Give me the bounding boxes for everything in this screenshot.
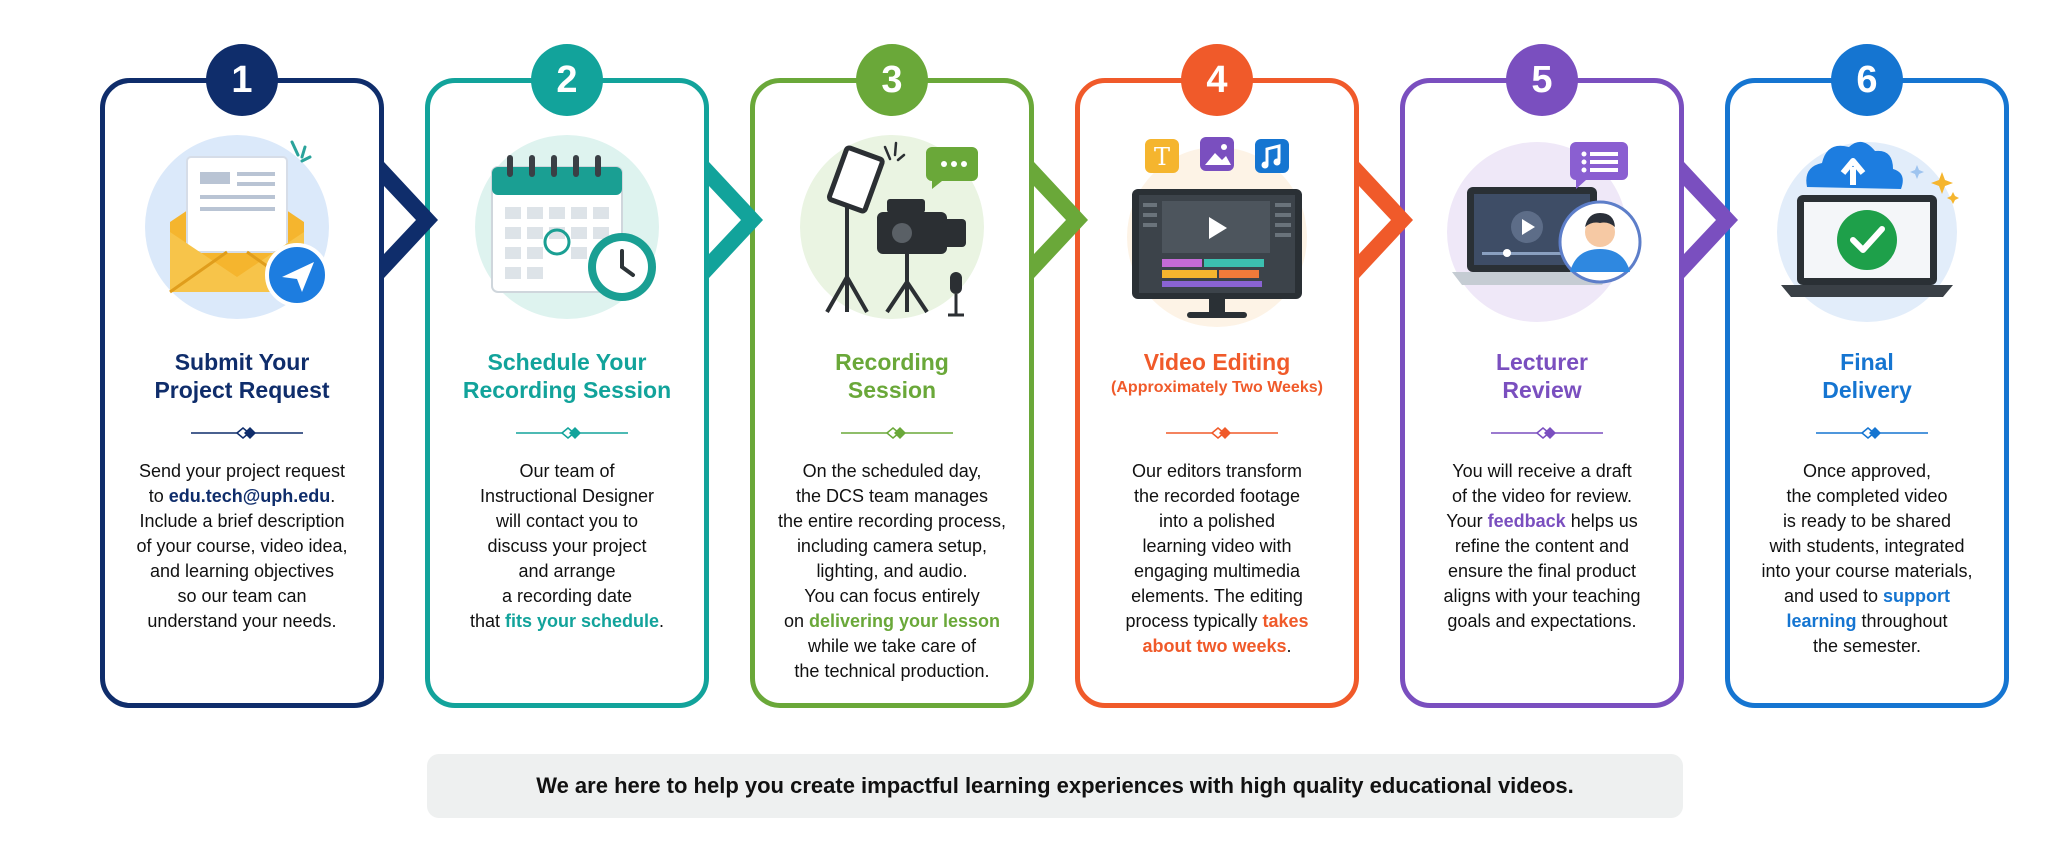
step-number-badge-5: 5 [1506, 44, 1578, 116]
step-description: Send your project request to edu.tech@up… [136, 461, 348, 631]
divider-ornament [191, 427, 303, 439]
step-description: On the scheduled day, the DCS team manag… [777, 461, 1007, 681]
video-editor-monitor-icon: T [1127, 137, 1307, 327]
step-card-4: T Video Editing(Approximately Two Weeks) [1075, 78, 1359, 708]
calendar-clock-icon [475, 135, 659, 319]
camera-studio-icon [800, 135, 984, 319]
email-link[interactable]: edu.tech@uph.edu [168, 486, 331, 506]
step-description: Our team of Instructional Designer will … [469, 461, 665, 631]
envelope-send-icon [145, 135, 329, 319]
laptop-upload-check-icon [1777, 141, 1959, 322]
step-number-badge-4: 4 [1181, 44, 1253, 116]
step-number-badge-1: 1 [206, 44, 278, 116]
divider-ornament [1491, 427, 1603, 439]
step-description: Once approved, the completed video is re… [1761, 461, 1973, 656]
footer-banner: We are here to help you create impactful… [427, 754, 1683, 818]
step-description: You will receive a draft of the video fo… [1443, 461, 1641, 631]
chevron-right-icon [1034, 162, 1088, 278]
divider-ornament [516, 427, 628, 439]
step-number-badge-6: 6 [1831, 44, 1903, 116]
svg-text:T: T [1154, 143, 1170, 171]
laptop-review-icon [1447, 142, 1642, 322]
divider-ornament [1816, 427, 1928, 439]
step-number-badge-2: 2 [531, 44, 603, 116]
chevron-right-icon [1359, 162, 1413, 278]
chevron-right-icon [1684, 162, 1738, 278]
step-title: Video Editing(Approximately Two Weeks) [1111, 349, 1323, 396]
chevron-right-icon [709, 162, 763, 278]
step-number-badge-3: 3 [856, 44, 928, 116]
step-description: Our editors transform the recorded foota… [1125, 461, 1309, 656]
divider-ornament [841, 427, 953, 439]
chevron-right-icon [384, 162, 438, 278]
divider-ornament [1166, 427, 1278, 439]
